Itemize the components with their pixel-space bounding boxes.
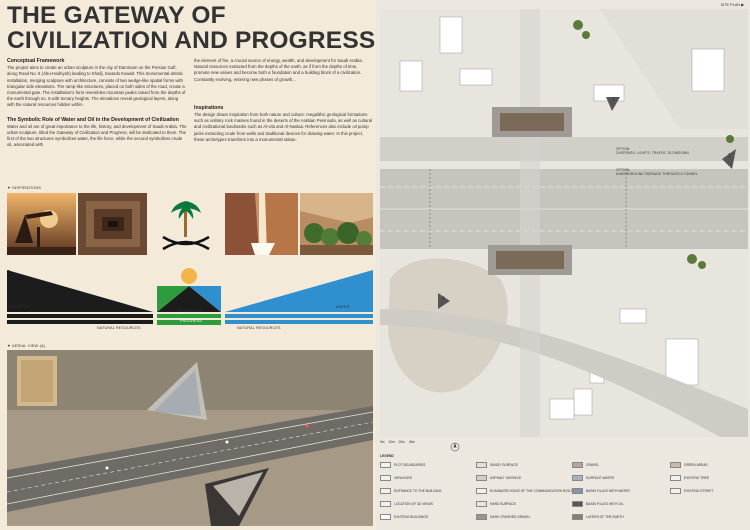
legend-item: GRAVEL — [572, 462, 599, 468]
legend-label: DARK CRUSHED GRAVEL — [490, 515, 531, 519]
framework-heading: Conceptual Framework — [7, 58, 65, 64]
legend-item: ENTRANCE TO THE BUILDING — [380, 488, 441, 494]
north-arrow-icon — [450, 442, 460, 452]
site-plan-label: SITE PLAN ▶ — [720, 3, 744, 7]
oasis-photo — [299, 193, 373, 255]
left-panel: THE GATEWAY OF CIVILIZATION AND PROGRESS… — [7, 2, 376, 526]
legend-label: ELIMINATED EDGE OF THE COMMUNICATION ROU… — [490, 489, 575, 493]
legend-swatch — [380, 475, 391, 481]
aerial-view-render — [7, 350, 373, 526]
symbolic-heading: The Symbolic Role of Water and Oil in th… — [7, 116, 179, 123]
legend-label: EXISTING BUILDINGS — [394, 515, 429, 519]
legend-swatch — [380, 501, 391, 507]
aerial-view-label: ▼ AERIAL VIEW (A) — [7, 344, 46, 348]
text-column-2: the element of fire, a crucial source of… — [194, 58, 372, 151]
natural-resources-right-label: NATURAL RESOURCES — [237, 326, 281, 330]
triangle-marker-icon: ▼ — [7, 186, 13, 190]
legend-label: BASIN FILLED WITH WATER — [586, 489, 630, 493]
legend-label: PLOT BOUNDARIES — [394, 463, 426, 467]
site-plan — [380, 9, 748, 437]
legend-item: BASIN FILLED WITH OIL — [572, 501, 624, 507]
legend-swatch — [380, 488, 391, 494]
view-marker-2: 2 — [612, 97, 615, 103]
inspirations-heading: Inspirations — [194, 104, 224, 111]
legend-item: PLOT BOUNDARIES — [380, 462, 425, 468]
framework-text: The project aims to create an urban scul… — [7, 65, 186, 108]
triangle-marker-icon: ▼ — [7, 344, 13, 348]
legend-item: LAYERS OF THE EARTH — [572, 514, 624, 520]
col2-text: the element of fire, a crucial source of… — [194, 58, 363, 82]
legend-swatch — [670, 488, 681, 494]
legend-label: SANDY SURFACE — [490, 463, 518, 467]
saudi-emblem — [149, 193, 223, 255]
view-marker-1: 1 — [728, 153, 731, 159]
legend-label: LOCATION OF 3D VIEWS — [394, 502, 433, 506]
legend-item: EXISTING STREET — [670, 488, 713, 494]
legend-item: EXISTING TREE — [670, 475, 709, 481]
inspirations-label: ▼ INSPIRATIONS — [7, 186, 42, 190]
legend-label: BASIN FILLED WITH OIL — [586, 502, 624, 506]
legend-swatch — [670, 462, 681, 468]
view-marker-4: 4 — [442, 296, 445, 302]
legend-item: VIEW AXES — [380, 475, 412, 481]
water-label: WATER — [336, 305, 350, 309]
legend-item: ASPHALT SURFACE — [476, 475, 521, 481]
natural-resources-left-label: NATURAL RESOURCES — [97, 326, 141, 330]
legend-label: EXISTING TREE — [684, 476, 710, 480]
legend-label: ASPHALT SURFACE — [490, 476, 522, 480]
legend-label: GRAVEL — [586, 463, 600, 467]
legend-swatch — [572, 475, 583, 481]
legend-swatch — [572, 514, 583, 520]
civilization-label: CIVILIZATION — [177, 309, 203, 313]
legend-heading: LEGEND — [380, 454, 394, 458]
legend-swatch — [476, 501, 487, 507]
well-photo — [78, 193, 148, 255]
crude-oil-label: CRUDE OIL — [9, 305, 31, 309]
legend-item: SURFACE WATER — [572, 475, 614, 481]
triangle-marker-icon: ▶ — [741, 3, 744, 7]
right-panel: SITE PLAN ▶ — [376, 0, 750, 530]
legend-swatch — [476, 514, 487, 520]
legend-label: SURFACE WATER — [586, 476, 615, 480]
legend-item: SANDY SURFACE — [476, 462, 518, 468]
symbolic-diagram — [7, 268, 373, 325]
legend-swatch — [380, 462, 391, 468]
legend-item: LOCATION OF 3D VIEWS — [380, 501, 433, 507]
legend-label: HARD SURFACE — [490, 502, 516, 506]
rock-formation-photo — [224, 193, 298, 255]
legend-label: VIEW AXES — [394, 476, 412, 480]
legend-item: BASIN FILLED WITH WATER — [572, 488, 630, 494]
legend-label: GREEN AREAS — [684, 463, 708, 467]
legend-item: GREEN AREAS — [670, 462, 708, 468]
legend-item: EXISTING BUILDINGS — [380, 514, 428, 520]
legend-swatch — [380, 514, 391, 520]
inspirations-text: The design draws inspiration from both n… — [194, 112, 372, 142]
legend-swatch — [572, 501, 583, 507]
page-title: THE GATEWAY OF CIVILIZATION AND PROGRESS — [7, 2, 376, 54]
legend-item: HARD SURFACE — [476, 501, 516, 507]
legend-label: LAYERS OF THE EARTH — [586, 515, 624, 519]
option1-label: OPTION:OVERPASS: LIGHTS, TRAFFIC SLOWDOW… — [616, 147, 689, 155]
inspiration-photos — [7, 193, 373, 255]
legend-swatch — [670, 475, 681, 481]
legend-item: ELIMINATED EDGE OF THE COMMUNICATION ROU… — [476, 488, 574, 494]
legend-label: EXISTING STREET — [684, 489, 714, 493]
legend-label: ENTRANCE TO THE BUILDING — [394, 489, 442, 493]
legend-item: DARK CRUSHED GRAVEL — [476, 514, 530, 520]
legend-swatch — [572, 462, 583, 468]
oil-pump-photo — [7, 193, 77, 255]
legend-swatch — [572, 488, 583, 494]
legend-swatch — [476, 475, 487, 481]
option2-label: OPTION:UNDERGROUND PASSAGE THROUGH A TUN… — [616, 168, 698, 176]
progress-label: PROGRESS — [180, 319, 202, 323]
text-column-1: Conceptual Framework The project aims to… — [7, 58, 187, 157]
symbolic-text: Water and oil are of great importance to… — [7, 123, 187, 148]
legend-swatch — [476, 488, 487, 494]
legend-swatch — [476, 462, 487, 468]
